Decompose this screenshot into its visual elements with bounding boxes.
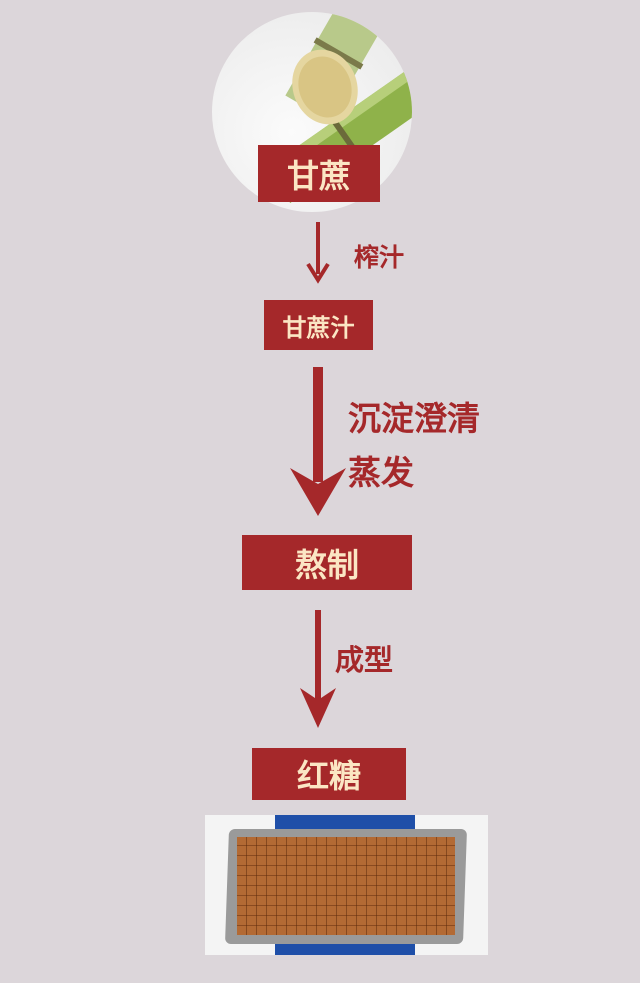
sugarcane-image <box>212 12 412 212</box>
arrow-3-head-icon <box>300 688 336 728</box>
step-boiling: 熬制 <box>242 535 412 590</box>
step-sugarcane-juice: 甘蔗汁 <box>264 300 373 350</box>
step-sugarcane: 甘蔗 <box>258 145 380 202</box>
arrow-2 <box>313 367 323 482</box>
process-juicing: 榨汁 <box>354 243 405 272</box>
step-brown-sugar: 红糖 <box>252 748 406 800</box>
arrow-1-head-icon <box>306 262 330 284</box>
brown-sugar-tray-image <box>205 815 488 955</box>
arrow-2-head-icon <box>290 468 346 516</box>
arrow-3 <box>315 610 321 710</box>
process-clarify: 沉淀澄清 <box>348 399 480 438</box>
process-molding: 成型 <box>335 643 394 677</box>
process-evaporate: 蒸发 <box>348 453 414 492</box>
arrow-1 <box>316 222 320 274</box>
